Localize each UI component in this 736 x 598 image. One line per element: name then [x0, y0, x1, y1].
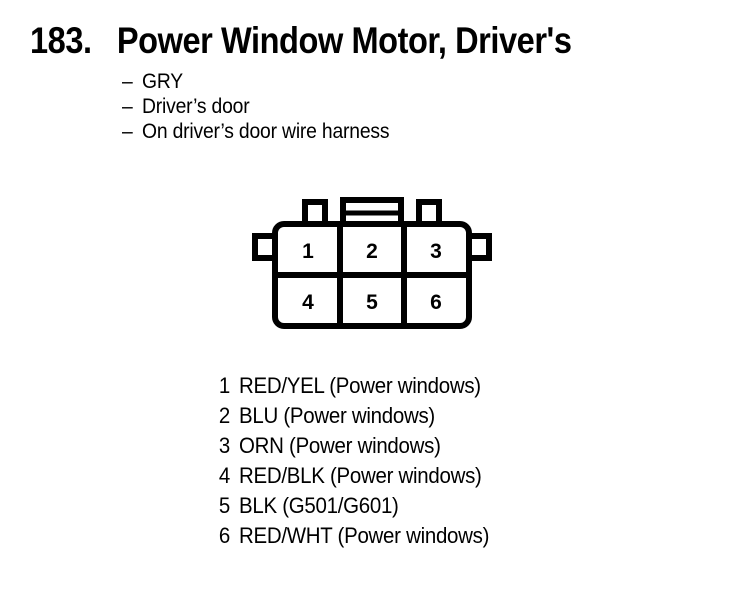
legend-pin-number: 5 — [218, 493, 230, 518]
legend-row: 6 RED/WHT (Power windows) — [210, 523, 690, 553]
legend-row: 1 RED/YEL (Power windows) — [210, 373, 690, 403]
left-square-tab-icon — [302, 199, 328, 224]
note-text: Driver’s door — [142, 95, 250, 118]
page-title: 183. Power Window Motor, Driver's — [30, 20, 720, 66]
right-square-tab-icon — [416, 199, 442, 224]
right-side-tab-icon — [469, 233, 492, 261]
dash-bullet-icon: – — [122, 120, 133, 143]
legend-row: 5 BLK (G501/G601) — [210, 493, 690, 523]
connector-pin-6: 6 — [430, 291, 442, 314]
legend-pin-number: 3 — [218, 433, 230, 458]
notes-list: – GRY – Driver’s door – On driver’s door… — [122, 70, 682, 145]
legend-pin-number: 1 — [218, 373, 230, 398]
connector-diagram: 1 2 3 4 5 6 — [248, 192, 496, 342]
connector-pin-5: 5 — [366, 291, 378, 314]
dash-bullet-icon: – — [122, 70, 133, 93]
note-text: On driver’s door wire harness — [142, 120, 390, 143]
note-item: – On driver’s door wire harness — [122, 120, 682, 145]
connector-pin-2: 2 — [366, 240, 378, 263]
note-item: – GRY — [122, 70, 682, 95]
legend-pin-number: 2 — [218, 403, 230, 428]
legend-row: 4 RED/BLK (Power windows) — [210, 463, 690, 493]
note-text: GRY — [142, 70, 183, 93]
note-item: – Driver’s door — [122, 95, 682, 120]
legend-pin-label: BLK (G501/G601) — [239, 493, 399, 518]
connector-pin-4: 4 — [302, 291, 314, 314]
dash-bullet-icon: – — [122, 95, 133, 118]
section-title: Power Window Motor, Driver's — [116, 20, 572, 61]
legend-pin-number: 4 — [218, 463, 230, 488]
section-number: 183. — [30, 20, 92, 61]
left-side-tab-icon — [252, 233, 275, 261]
connector-pin-3: 3 — [430, 240, 442, 263]
legend-pin-label: RED/YEL (Power windows) — [239, 373, 481, 398]
legend-row: 3 ORN (Power windows) — [210, 433, 690, 463]
pin-legend-list: 1 RED/YEL (Power windows) 2 BLU (Power w… — [210, 373, 690, 553]
legend-pin-number: 6 — [218, 523, 230, 548]
legend-row: 2 BLU (Power windows) — [210, 403, 690, 433]
legend-pin-label: BLU (Power windows) — [239, 403, 435, 428]
legend-pin-label: ORN (Power windows) — [239, 433, 441, 458]
legend-pin-label: RED/WHT (Power windows) — [239, 523, 490, 548]
connector-svg: 1 2 3 4 5 6 — [252, 197, 492, 329]
connector-pin-1: 1 — [302, 240, 314, 263]
legend-pin-label: RED/BLK (Power windows) — [239, 463, 482, 488]
